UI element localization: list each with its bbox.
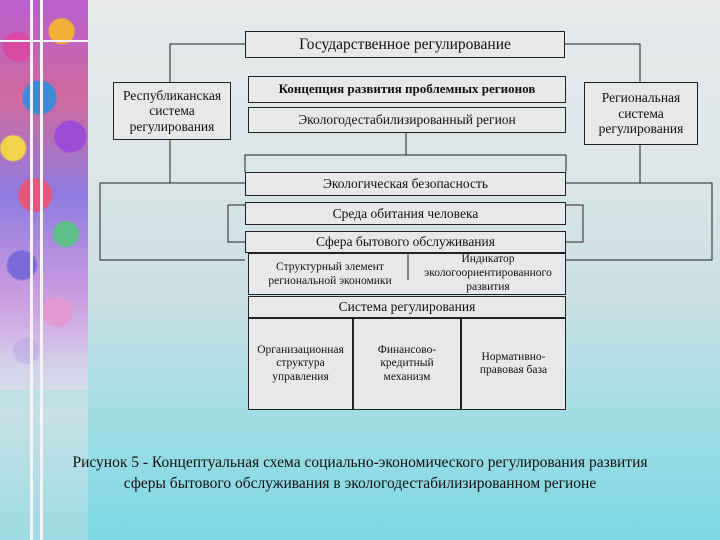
service-sphere-box: Сфера бытового обслуживания (245, 231, 566, 253)
regulation-system-box: Система регулирования (248, 296, 566, 318)
concept-box: Концепция развития проблемных регионов (248, 76, 566, 103)
eco-safety-text: Экологическая безопасность (322, 176, 489, 192)
eco-safety-box: Экологическая безопасность (245, 172, 566, 196)
org-structure-text: Организационная структура управления (257, 344, 344, 383)
figure-caption: Рисунок 5 - Концептуальная схема социаль… (0, 452, 720, 494)
title-box: Государственное регулирование (245, 31, 565, 58)
caption-line-1: Рисунок 5 - Концептуальная схема социаль… (72, 454, 648, 471)
region-text: Экологодестабилизированный регион (298, 112, 516, 128)
region-box: Экологодестабилизированный регион (248, 107, 566, 133)
habitat-text: Среда обитания человека (332, 205, 479, 221)
legal-text: Нормативно-правовая база (479, 350, 548, 376)
habitat-box: Среда обитания человека (245, 202, 566, 225)
service-sphere-text: Сфера бытового обслуживания (316, 234, 495, 250)
republican-system-box: Республиканская система регулирования (113, 82, 231, 140)
structural-element-label: Структурный элемент региональной экономи… (268, 261, 392, 287)
legal-box: Нормативно-правовая база (461, 318, 566, 410)
title-text: Государственное регулирование (299, 35, 511, 53)
concept-text: Концепция развития проблемных регионов (278, 81, 536, 97)
caption-line-2: сферы бытового обслуживания в экологодес… (123, 475, 597, 492)
org-structure-box: Организационная структура управления (248, 318, 353, 410)
finance-text: Финансово-кредитный механизм (377, 344, 437, 383)
decorative-side-strip (0, 0, 88, 540)
structural-indicator-box (248, 253, 566, 295)
regulation-system-text: Система регулирования (338, 299, 476, 315)
republican-system-text: Республиканская система регулирования (122, 87, 222, 134)
finance-box: Финансово-кредитный механизм (353, 318, 461, 410)
regional-system-text: Региональная система регулирования (598, 90, 684, 137)
regional-system-box: Региональная система регулирования (584, 82, 698, 145)
indicator-label: Индикатор экологоориентированного развит… (424, 253, 552, 293)
